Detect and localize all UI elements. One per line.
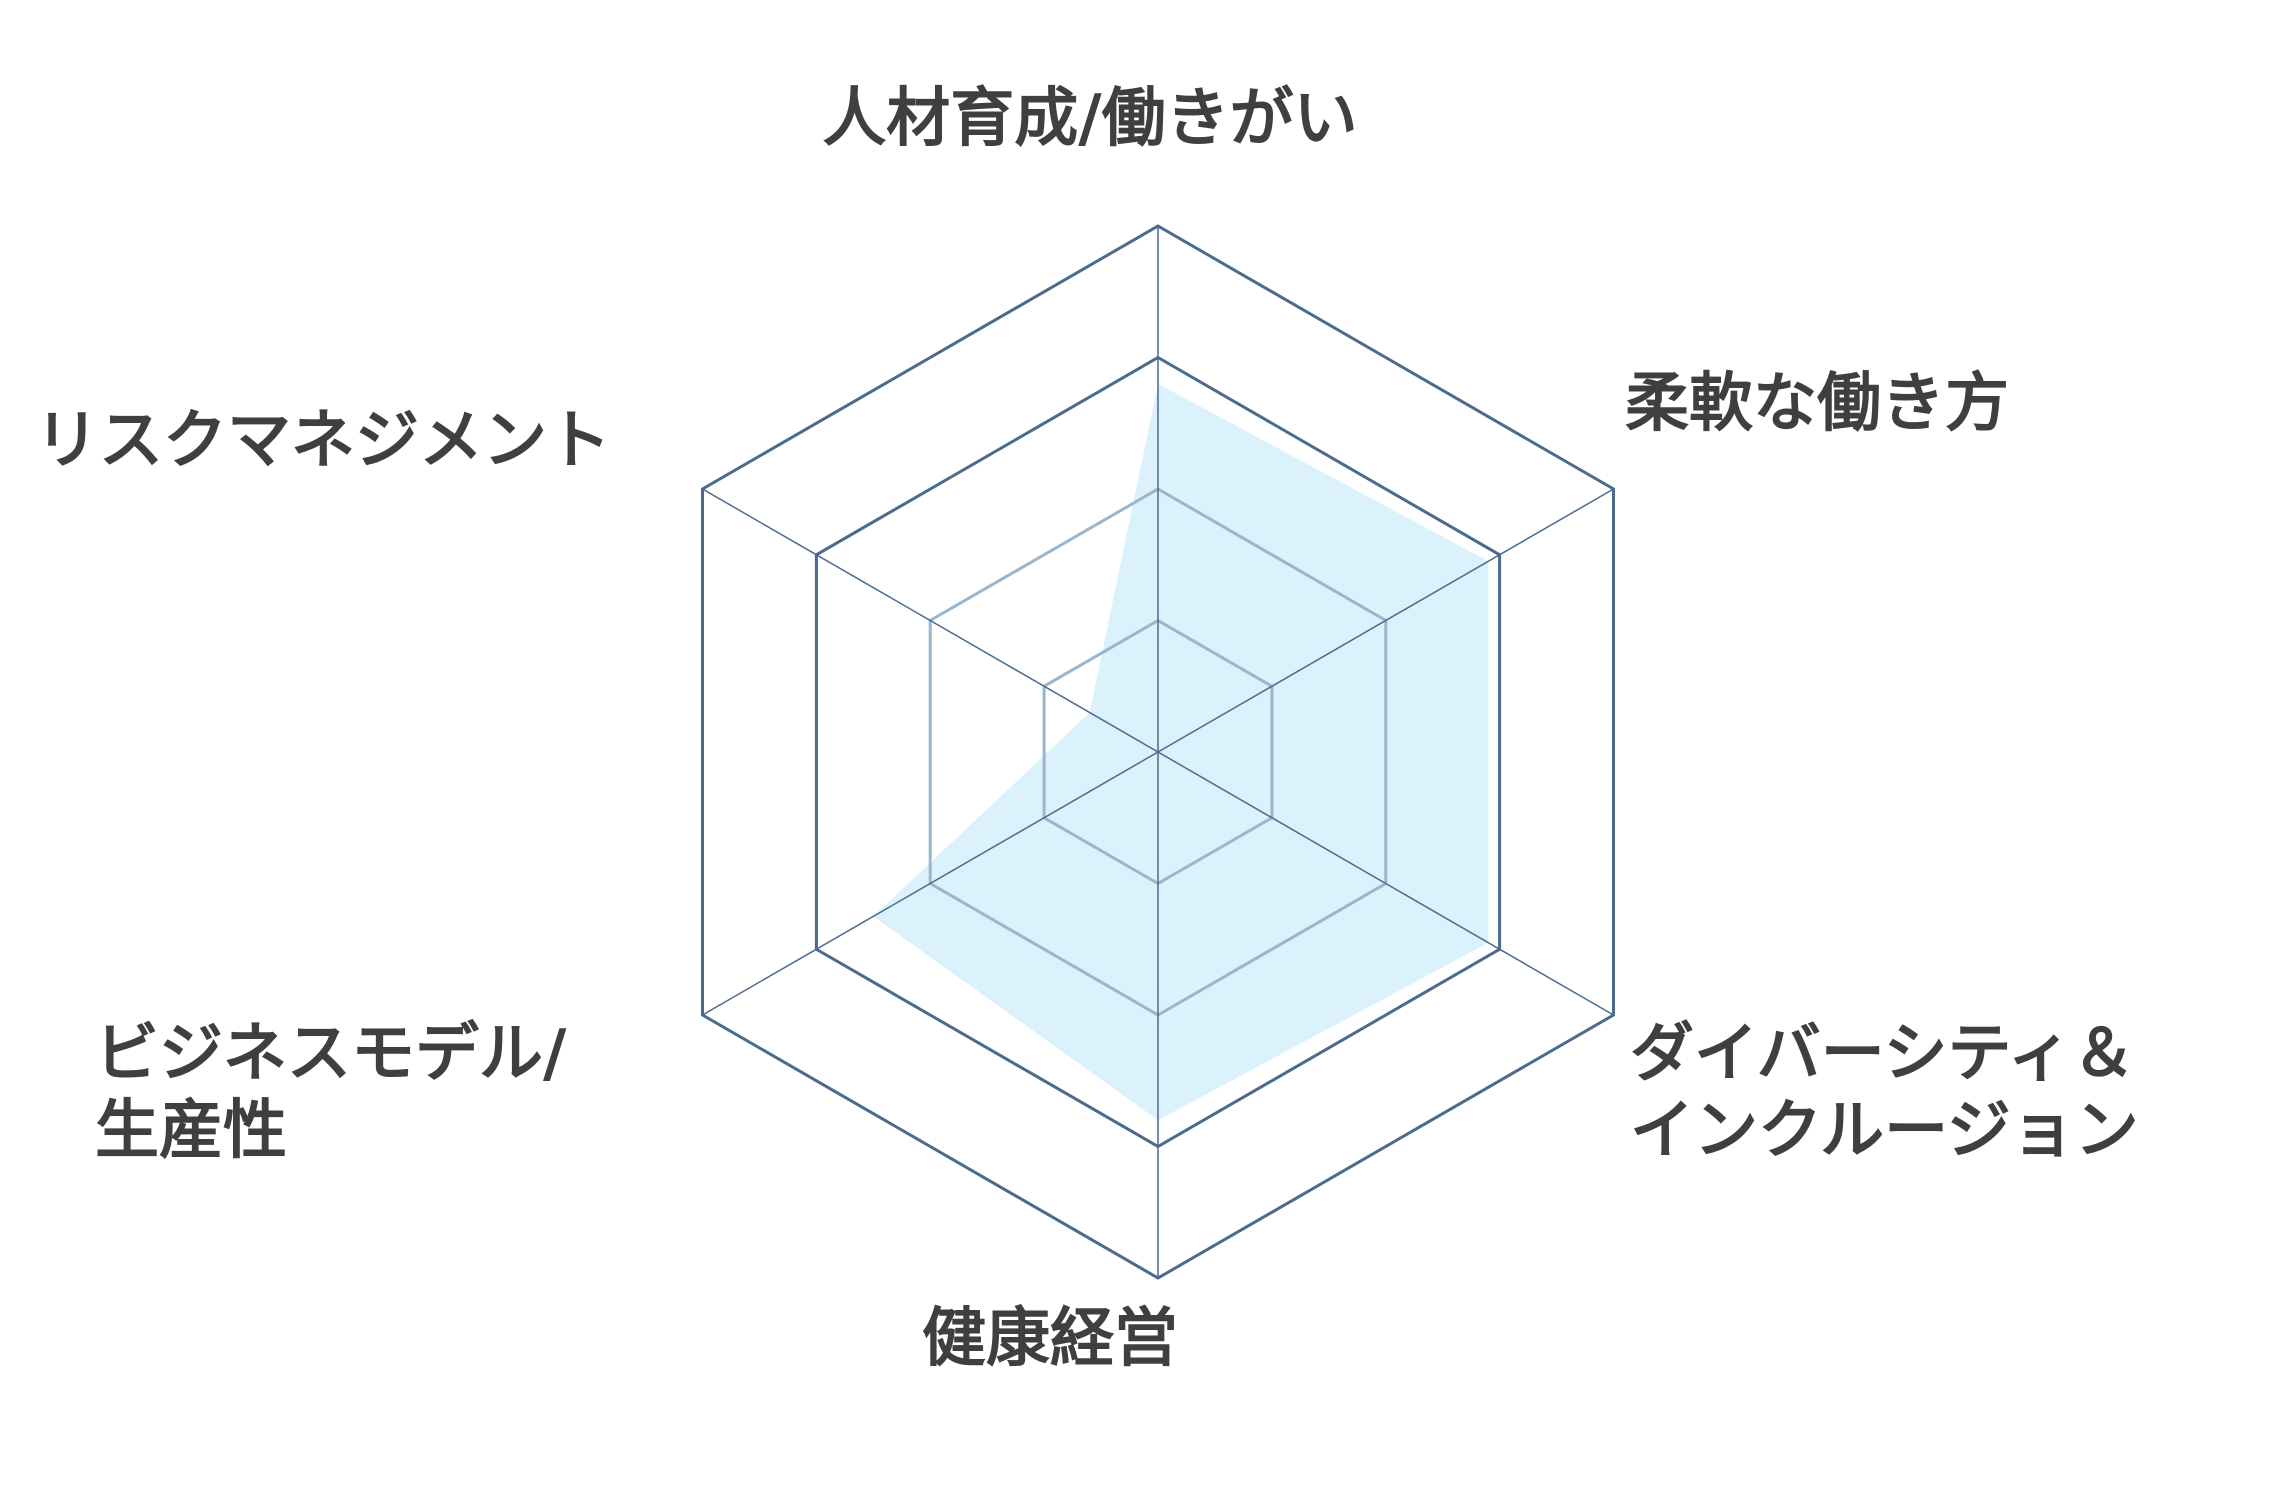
spoke-5 [702,488,1159,753]
axis-label-1: 柔軟な働き方 [1625,367,2009,441]
data-area-layer [873,383,1489,1121]
axis-label-4-line-0: ビジネスモデル/ [95,1017,567,1091]
axis-label-0: 人材育成/働きがい [822,82,1357,156]
axis-label-4: ビジネスモデル/ 生産性 [95,1017,589,1168]
axis-label-5: リスクマネジメント [35,404,611,478]
axis-label-1-line-0: 柔軟な働き方 [1625,367,2009,441]
axis-label-3: 健康経営 [922,1302,1178,1376]
data-area-series-0 [873,383,1489,1121]
axis-label-0-line-0: 人材育成/働きがい [822,82,1357,156]
axis-label-2: ダイバーシティ＆ インクルージョン [1630,1017,2158,1168]
spoke-1 [1157,488,1614,753]
spoke-2 [1157,751,1614,1016]
spoke-layer [702,226,1614,1278]
axis-label-5-line-0: リスクマネジメント [35,404,611,478]
axis-label-3-line-0: 健康経営 [922,1302,1178,1376]
axis-label-layer: 人材育成/働きがい 柔軟な働き方 ダイバーシティ＆ インクルージョン 健康経営 … [35,82,2158,1376]
spoke-4 [702,751,1159,1016]
axis-label-2-line-1: インクルージョン [1630,1094,2139,1168]
axis-label-4-line-1: 生産性 [95,1094,287,1168]
axis-label-2-line-0: ダイバーシティ＆ [1630,1017,2136,1091]
